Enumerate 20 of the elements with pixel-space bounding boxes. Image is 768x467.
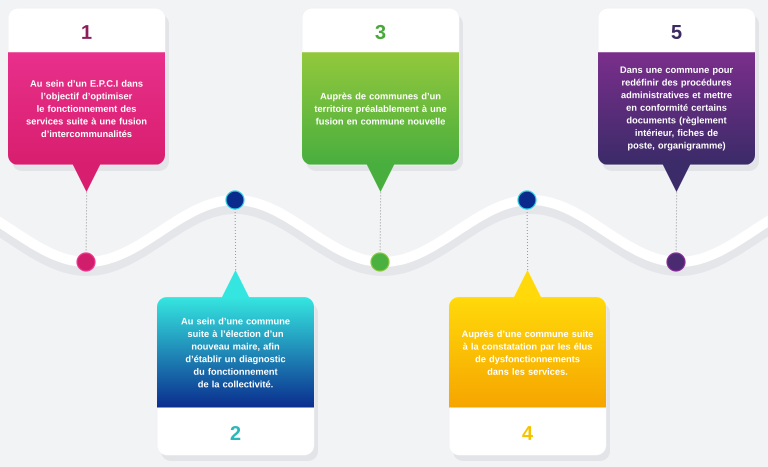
timeline-dot: [666, 252, 686, 272]
leader-line: [380, 192, 382, 253]
timeline-dot: [517, 190, 537, 210]
step-number: 5: [672, 25, 682, 39]
card-text: Auprès de communes d’un territoire préalablement à une fusion en commune nouvelle: [314, 92, 446, 125]
step-number: 1: [82, 25, 92, 39]
step-number: 4: [522, 426, 533, 440]
leader-line: [526, 209, 528, 270]
step-number: 3: [375, 24, 386, 40]
step-number: 2: [230, 426, 240, 440]
leader-line: [676, 192, 678, 253]
leader-line: [86, 192, 88, 253]
timeline-dot: [225, 190, 245, 210]
card-text: Au sein d’un E.P.C.I dans l’objectif d’optimiser le fonctionnement des services suite à une fusion d’intercommunalités: [26, 80, 146, 138]
card-text: Auprès d’une commune suite à la constatation par les élus de dysfonctionnements dans les services.: [462, 330, 594, 375]
timeline-dot: [76, 252, 96, 272]
card-text: Au sein d’une commune suite à l’élection d’un nouveau maire, afin d’établir un diagnostic du fonctionnement de la collectivité.: [181, 318, 290, 388]
timeline-dot: [370, 252, 390, 272]
card-text: Dans une commune pour redéfinir des procédures administratives et mettre en conformité certains documents (règlement intérieur, fiches de poste, organigramme): [620, 66, 733, 150]
leader-line: [234, 209, 236, 270]
